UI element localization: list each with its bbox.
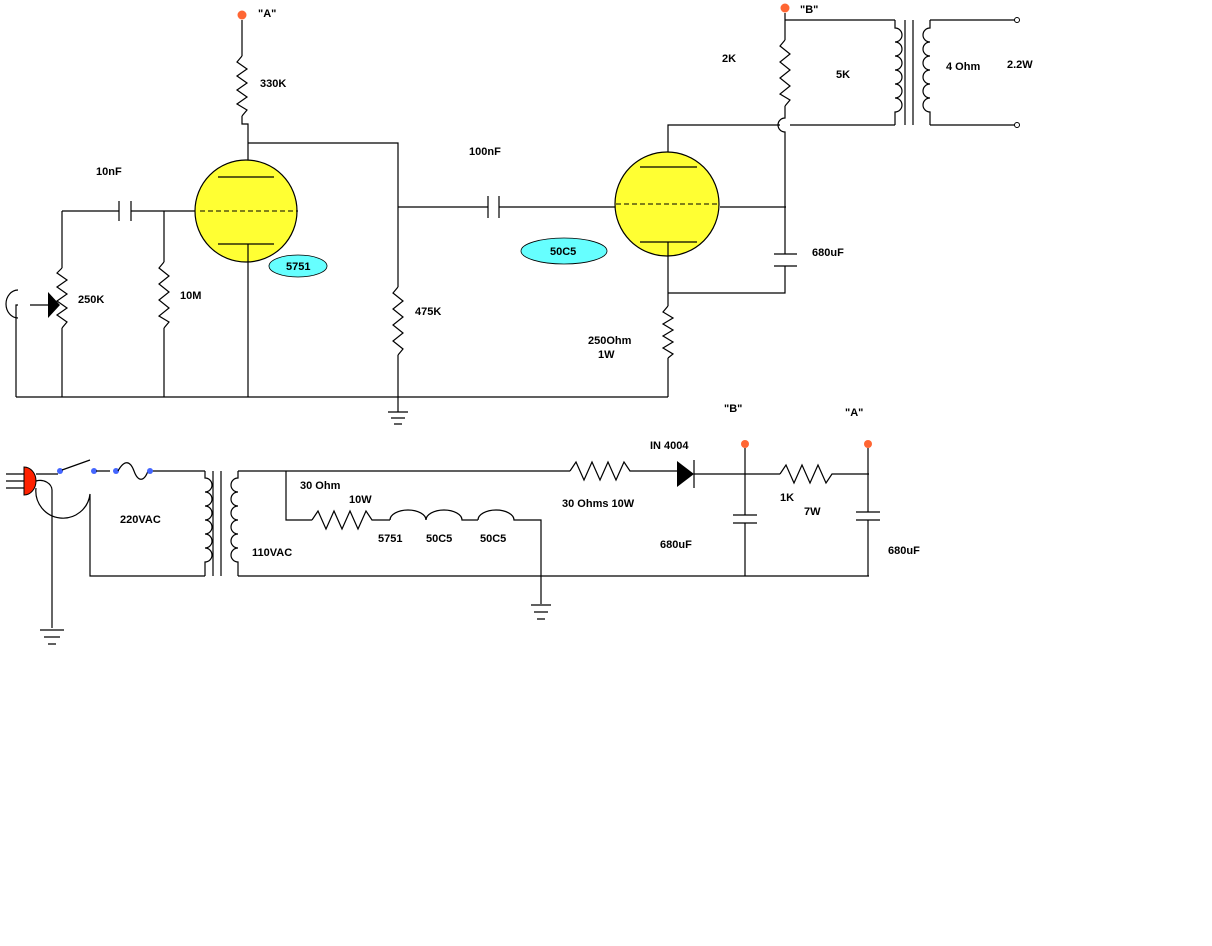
heater-2-label: 50C5 bbox=[426, 533, 452, 545]
cathode-capacitor bbox=[774, 253, 797, 267]
heater-resistor bbox=[311, 509, 390, 531]
filter-resistor-power-label: 7W bbox=[804, 506, 821, 518]
tube-v1-label: 5751 bbox=[286, 261, 310, 273]
psu-node-a-label: "A" bbox=[845, 407, 863, 419]
heater-filament-2 bbox=[425, 509, 478, 521]
psu-node-a-terminal bbox=[864, 440, 872, 448]
heater-resistor-power-label: 10W bbox=[349, 494, 372, 506]
switch-contact-1 bbox=[57, 468, 63, 474]
psu-node-b-label: "B" bbox=[724, 403, 742, 415]
input-jack-icon bbox=[5, 289, 19, 319]
plate-wire-v2 bbox=[667, 124, 895, 152]
heater-filament-1 bbox=[389, 509, 427, 521]
plate-resistor-v1-label: 330K bbox=[260, 78, 286, 90]
screen-supply-wire bbox=[668, 106, 786, 294]
primary-voltage-label: 220VAC bbox=[120, 514, 161, 526]
output-transformer bbox=[894, 17, 1020, 128]
dropper-resistor bbox=[569, 460, 634, 482]
node-b-label: "B" bbox=[800, 4, 818, 16]
power-switch bbox=[61, 459, 91, 471]
input-capacitor bbox=[118, 201, 132, 221]
pot-wiper-arrow-icon bbox=[48, 292, 60, 318]
power-output-label: 2.2W bbox=[1007, 59, 1033, 71]
heater-1-label: 5751 bbox=[378, 533, 402, 545]
screen-resistor bbox=[778, 39, 791, 107]
mains-transformer bbox=[204, 471, 239, 576]
input-cap-label: 10nF bbox=[96, 166, 122, 178]
filter-capacitor-1 bbox=[733, 514, 757, 524]
screen-resistor-label: 2K bbox=[722, 53, 736, 65]
xfmr-primary-label: 5K bbox=[836, 69, 850, 81]
fuse-icon bbox=[117, 462, 149, 480]
tube-v1 bbox=[194, 159, 298, 263]
pot-resistor bbox=[55, 267, 69, 329]
filter-resistor-label: 1K bbox=[780, 492, 794, 504]
plug-pins bbox=[6, 473, 24, 489]
diode-label: IN 4004 bbox=[650, 440, 689, 452]
filter-cap-2-label: 680uF bbox=[888, 545, 920, 557]
ground-symbol-mains bbox=[40, 629, 64, 645]
rectifier-diode-icon bbox=[677, 460, 695, 488]
power-supply-section: 220VAC 110VAC 30 Ohm 10W 5751 50C5 50C5 … bbox=[6, 403, 920, 645]
node-b-terminal bbox=[780, 3, 790, 13]
tube-v1-tag bbox=[268, 254, 328, 278]
secondary-voltage-label: 110VAC bbox=[252, 547, 292, 559]
load-resistor-label: 475K bbox=[415, 306, 441, 318]
ground-symbol-amp bbox=[388, 411, 408, 425]
ground-symbol-psu bbox=[531, 604, 551, 620]
mains-plug-icon bbox=[23, 466, 37, 496]
filter-resistor bbox=[779, 463, 869, 485]
coupling-cap-label: 100nF bbox=[469, 146, 501, 158]
cathode-resistor-label: 250Ohm bbox=[588, 335, 632, 347]
node-a-label: "A" bbox=[258, 8, 276, 20]
switch-contact-2 bbox=[91, 468, 97, 474]
load-resistor bbox=[392, 286, 404, 356]
xfmr-secondary-label: 4 Ohm bbox=[946, 61, 980, 73]
plate-resistor-v1 bbox=[235, 55, 249, 117]
cathode-cap-label: 680uF bbox=[812, 247, 844, 259]
input-jack-wire bbox=[15, 304, 18, 397]
heater-3-label: 50C5 bbox=[480, 533, 506, 545]
plug-neutral-wire bbox=[35, 487, 205, 577]
cathode-resistor-power-label: 1W bbox=[598, 349, 615, 361]
tube-v2-label: 50C5 bbox=[550, 246, 576, 258]
heater-branch-wire bbox=[285, 471, 312, 521]
fuse-contact-2 bbox=[147, 468, 153, 474]
tube-v2 bbox=[614, 151, 720, 257]
heater-filament-3 bbox=[477, 509, 542, 576]
dropper-resistor-label: 30 Ohms 10W bbox=[562, 498, 635, 510]
filter-cap-1-label: 680uF bbox=[660, 539, 692, 551]
tube-v2-tag bbox=[520, 237, 608, 265]
coupling-capacitor bbox=[487, 196, 500, 218]
heater-resistor-label: 30 Ohm bbox=[300, 480, 341, 492]
plate-to-load-wire bbox=[248, 142, 399, 397]
psu-node-b-terminal bbox=[741, 440, 749, 448]
fuse-contact-1 bbox=[113, 468, 119, 474]
plug-earth-wire bbox=[35, 479, 53, 628]
amplifier-section: 250K 10nF 10M "A" 330K 5751 475K bbox=[5, 3, 1033, 425]
plate-wire-v1 bbox=[241, 116, 249, 160]
grid-resistor bbox=[157, 261, 170, 329]
pot-label: 250K bbox=[78, 294, 104, 306]
cathode-resistor bbox=[661, 305, 675, 359]
filter-capacitor-2 bbox=[856, 511, 880, 521]
node-a-terminal bbox=[237, 10, 247, 20]
grid-resistor-label: 10M bbox=[180, 290, 201, 302]
